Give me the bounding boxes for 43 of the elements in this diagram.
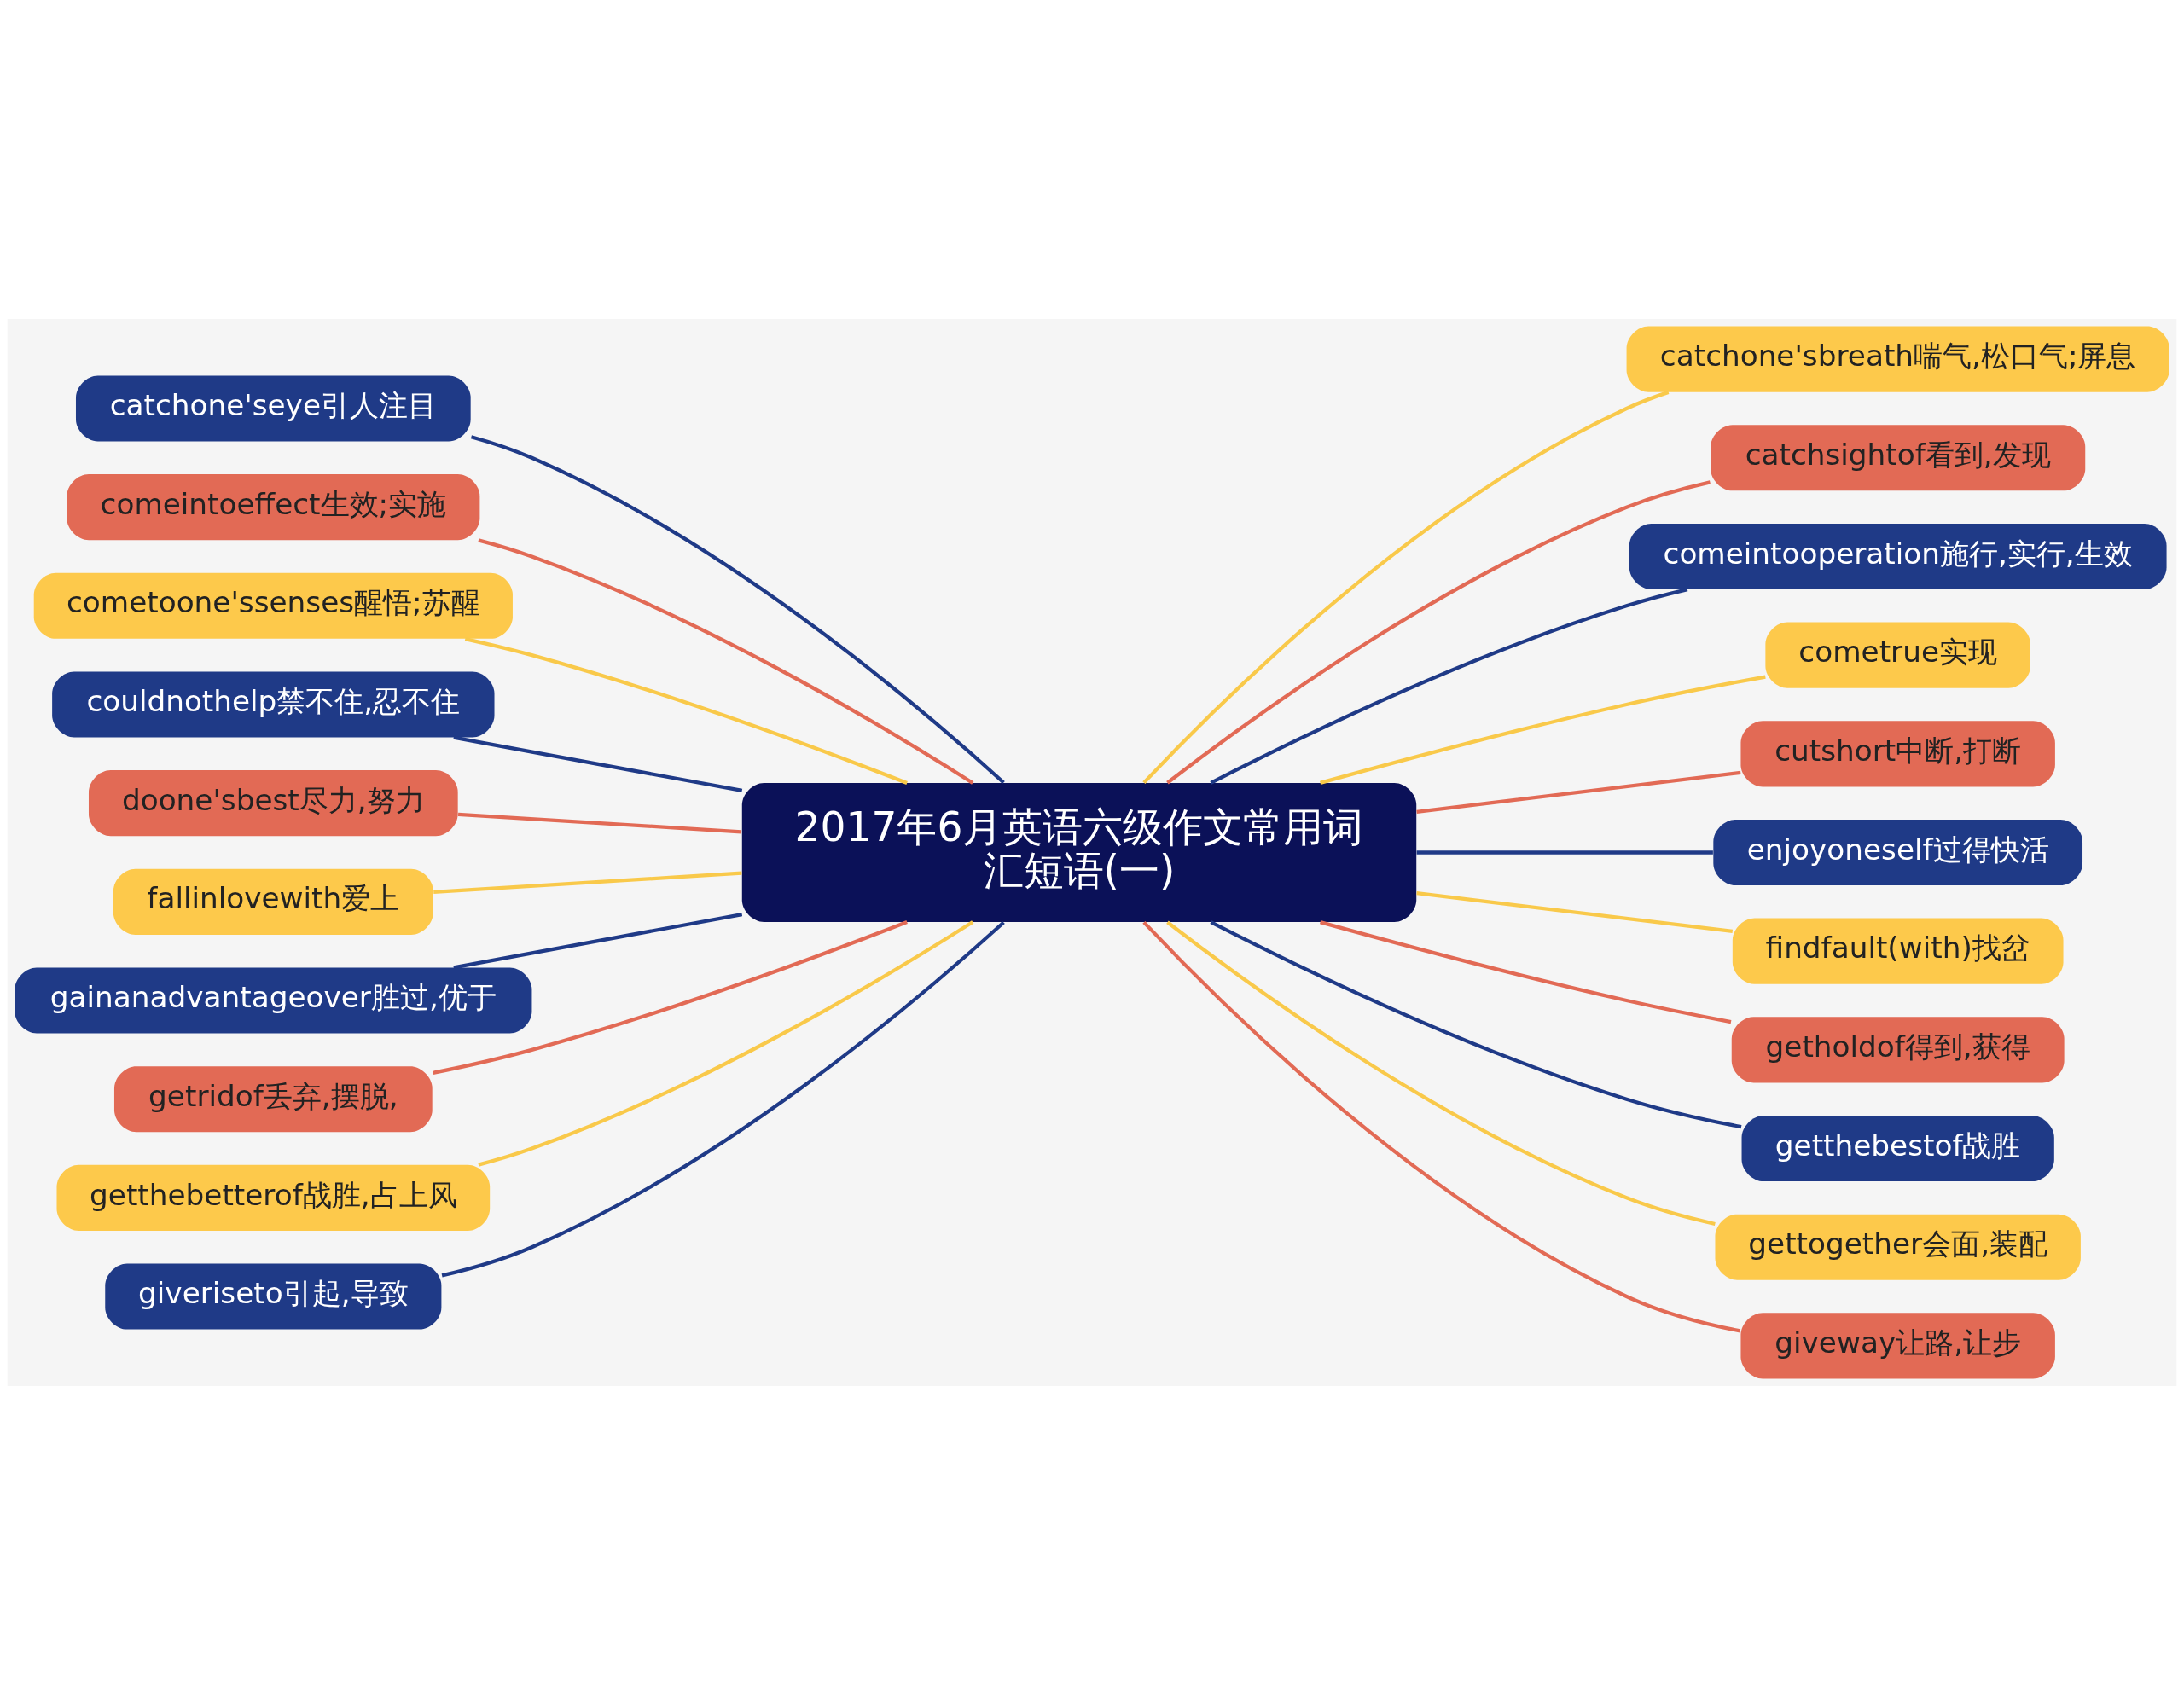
connector [1166, 920, 1716, 1227]
node-box: giveriseto引起,导致 [105, 1263, 442, 1330]
node-box: giveway让路,让步 [1740, 1313, 2055, 1379]
connector [1416, 891, 1734, 934]
node-box: getridof丢弃,摆脱, [113, 1066, 433, 1133]
node-box: getholdof得到,获得 [1731, 1017, 2065, 1083]
connector [432, 919, 908, 1075]
node-box: catchone'seye引人注目 [76, 375, 471, 442]
connector [478, 538, 974, 785]
connector [478, 920, 974, 1167]
connector [1142, 390, 1670, 785]
node-box: gainanadvantageover胜过,优于 [15, 967, 532, 1034]
connector [1142, 920, 1741, 1333]
connector [1210, 588, 1688, 785]
connector [464, 636, 908, 786]
node-box: getthebetterof战胜,占上风 [56, 1164, 491, 1231]
node-box: catchone'sbreath喘气,松口气;屏息 [1626, 326, 2169, 392]
node-box: gettogether会面,装配 [1715, 1214, 2081, 1280]
connector [453, 735, 743, 793]
node-box: cometoone'ssenses醒悟;苏醒 [33, 572, 513, 639]
node-box: couldnothelp禁不住,忍不住 [52, 671, 495, 738]
connector [1166, 480, 1711, 785]
node-box: cutshort中断,打断 [1740, 721, 2055, 787]
node-box: comeintooperation施行,实行,生效 [1629, 523, 2167, 590]
connector [441, 920, 1005, 1278]
node-box: 2017年6月英语六级作文常用词汇短语(一) [741, 783, 1417, 922]
connector [1416, 850, 1713, 855]
node-box: cometrue实现 [1765, 622, 2030, 688]
node-box: enjoyoneself过得快活 [1713, 819, 2083, 886]
node-box: comeintoeffect生效;实施 [67, 474, 480, 541]
node-box: catchsightof看到,发现 [1711, 425, 2086, 491]
node-box: getthebestof战胜 [1741, 1115, 2054, 1182]
node-box: fallinlovewith爱上 [113, 868, 433, 935]
connector [1210, 920, 1742, 1129]
connector [1320, 675, 1766, 785]
connector [453, 912, 743, 970]
connector [433, 871, 742, 895]
node-box: doone'sbest尽力,努力 [88, 770, 458, 837]
node-box: findfault(with)找岔 [1732, 918, 2064, 984]
connector [1320, 920, 1732, 1024]
connector [457, 812, 742, 834]
connector [470, 435, 1005, 785]
connector [1416, 770, 1741, 814]
